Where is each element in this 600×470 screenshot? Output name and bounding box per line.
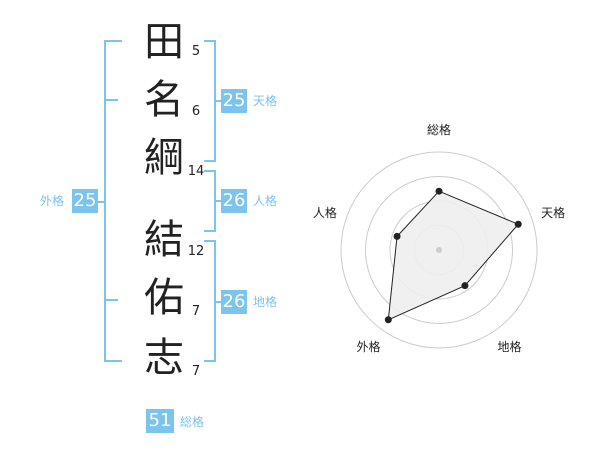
stroke-count-2: 6 (191, 104, 201, 119)
soukaku-badge: 51 (146, 409, 174, 433)
radar-axis-label-3: 地格 (498, 339, 522, 354)
radar-ring-4 (340, 151, 538, 349)
chikaku-connector (214, 301, 222, 303)
gaikaku-label: 外格 (40, 194, 65, 208)
tenkaku-badge: 25 (221, 89, 247, 113)
radar-axis-label-2: 天格 (541, 205, 565, 220)
radar-polygon (387, 190, 520, 321)
radar-point-5 (393, 232, 401, 240)
radar-point-3 (461, 282, 469, 290)
stroke-count-6: 7 (191, 364, 201, 379)
name-char-2: 名 (144, 77, 184, 123)
gaikaku-bracket-mid-tick-1 (104, 99, 118, 101)
radar-axis-label-4: 外格 (356, 339, 380, 354)
gaikaku-badge: 25 (72, 189, 98, 213)
name-char-5: 佑 (144, 275, 184, 321)
tenkaku-connector (214, 100, 222, 102)
stroke-count-5: 7 (191, 304, 201, 319)
radar-point-2 (514, 220, 522, 228)
chikaku-badge: 26 (221, 290, 247, 314)
stroke-count-1: 5 (191, 44, 201, 59)
jinkaku-connector (214, 200, 222, 202)
soukaku-label: 総格 (180, 415, 205, 429)
jinkaku-badge: 26 (221, 189, 247, 213)
gaikaku-connector (96, 201, 106, 203)
radar-center-dot (436, 247, 442, 253)
radar-axis-label-1: 総格 (427, 122, 451, 137)
name-char-3: 綱 (144, 135, 184, 181)
gaikaku-bracket-mid-tick-2 (104, 299, 118, 301)
chikaku-label: 地格 (253, 295, 278, 309)
tenkaku-label: 天格 (253, 94, 278, 108)
name-char-6: 志 (144, 335, 184, 381)
radar-point-4 (384, 316, 392, 324)
radar-ring-3 (365, 176, 513, 324)
name-char-4: 結 (144, 217, 184, 263)
stroke-count-3: 14 (187, 164, 205, 179)
name-char-1: 田 (144, 19, 184, 65)
jinkaku-label: 人格 (253, 194, 278, 208)
radar-axis-label-5: 人格 (313, 205, 337, 220)
radar-point-1 (435, 187, 443, 195)
stroke-count-4: 12 (187, 244, 205, 259)
